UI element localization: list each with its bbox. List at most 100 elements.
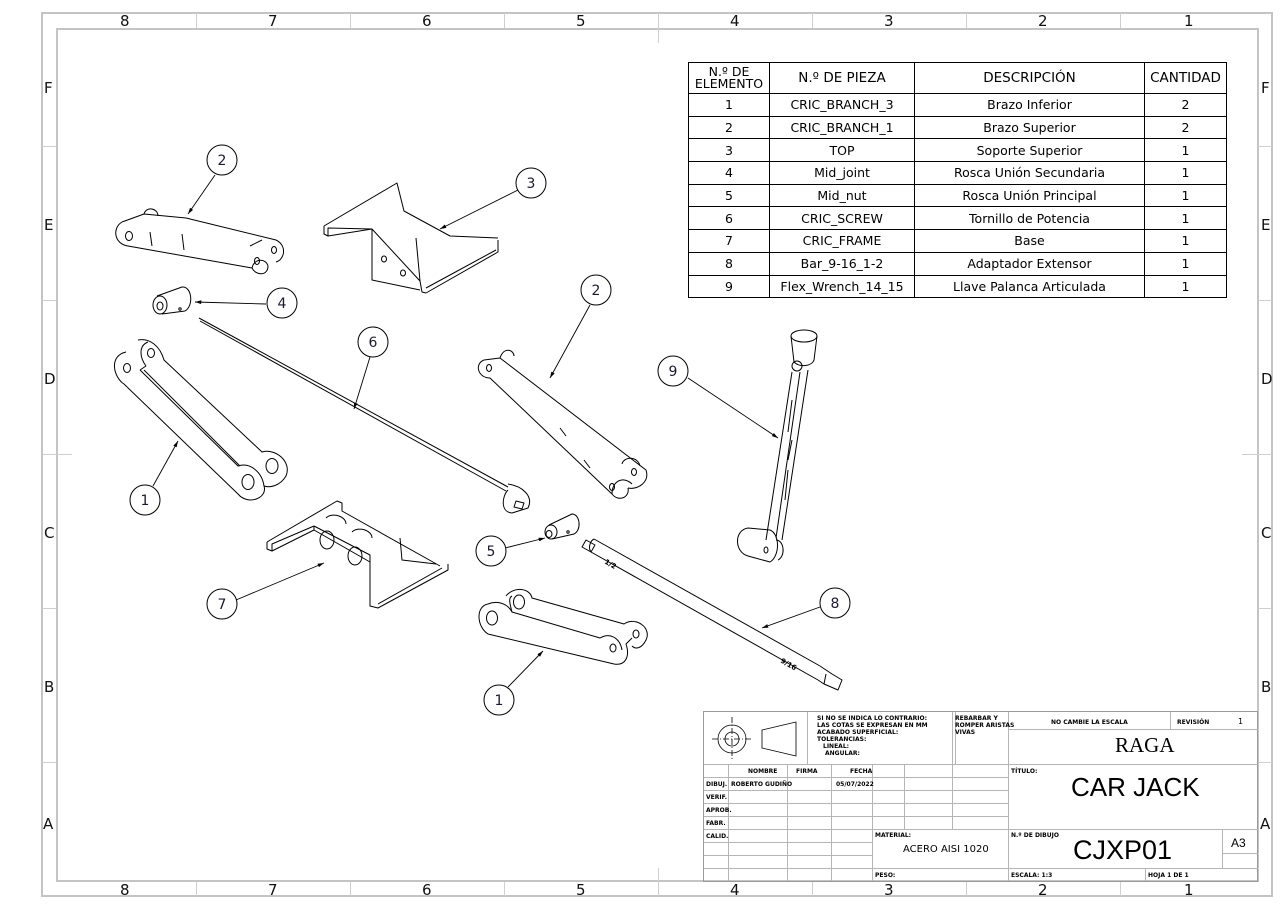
balloon-label: 6 [369, 335, 378, 351]
company-name: RAGA [1115, 733, 1175, 757]
bom-description: Soporte Superior [914, 138, 1145, 163]
sheet-size: A3 [1231, 836, 1246, 850]
bom-description: Llave Palanca Articulada [914, 274, 1145, 299]
role-approved: APROB. [706, 807, 732, 814]
col-date-header: FECHA [850, 768, 873, 775]
bom-item: 6 [688, 206, 770, 231]
zone-col-label: 4 [730, 12, 740, 30]
revision-label: REVISIÓN [1177, 719, 1210, 726]
bom-description: Rosca Unión Principal [914, 183, 1145, 208]
leader-3 [439, 189, 519, 230]
zone-col-label: 4 [730, 881, 740, 899]
zone-center-mark [658, 868, 659, 896]
balloon-3 [515, 167, 547, 199]
bom-description: Brazo Superior [914, 115, 1145, 140]
bom-qty: 2 [1144, 93, 1227, 117]
zone-divider [1258, 762, 1272, 763]
zone-divider [504, 882, 505, 896]
bom-item: 7 [688, 229, 770, 253]
note-line: SI NO SE INDICA LO CONTRARIO: [817, 715, 927, 722]
part-lower-arm-a [114, 339, 288, 501]
zone-divider [812, 13, 813, 28]
part-lower-arm-b [478, 589, 648, 665]
zone-divider [1258, 146, 1272, 147]
part-power-screw [198, 317, 530, 514]
role-drawn: DIBUJ. [706, 781, 728, 788]
sheet-number: HOJA 1 DE 1 [1148, 872, 1189, 879]
zone-col-label: 8 [120, 12, 130, 30]
drawing-number: CJXP01 [1073, 835, 1173, 865]
edge-note-line: REBARBAR Y [955, 715, 998, 722]
bar-marking-half: 1/2 [603, 558, 618, 571]
zone-center-mark [658, 13, 659, 43]
title-label: TÍTULO: [1011, 768, 1038, 775]
balloon-8 [819, 587, 851, 619]
bar-marking-nine-sixteenths: 9/16 [779, 657, 798, 673]
note-line: ANGULAR: [825, 750, 860, 757]
bom-qty: 1 [1144, 206, 1227, 231]
bom-part: Flex_Wrench_14_15 [769, 274, 915, 299]
bom-part: Mid_joint [769, 161, 915, 185]
bom-item: 1 [688, 93, 770, 117]
zone-row-label: B [1261, 678, 1272, 696]
balloon-2 [580, 274, 612, 306]
leader-6 [353, 356, 371, 410]
bom-qty: 1 [1144, 229, 1227, 253]
zone-divider [966, 13, 967, 28]
leader-7 [235, 562, 325, 601]
bom-description: Adaptador Extensor [914, 251, 1145, 276]
zone-row-label: E [44, 216, 54, 234]
zone-center-mark [1242, 454, 1272, 455]
leader-9 [687, 377, 779, 439]
zone-divider [196, 13, 197, 28]
zone-col-label: 8 [120, 881, 130, 899]
bom-description: Brazo Inferior [914, 93, 1145, 117]
col-signature-header: FIRMA [796, 768, 818, 775]
bom-item: 5 [688, 183, 770, 208]
zone-col-label: 5 [576, 881, 586, 899]
part-upper-arm-a [115, 208, 284, 275]
zone-divider [42, 608, 56, 609]
part-base-frame [266, 500, 449, 609]
bom-qty: 1 [1144, 161, 1227, 185]
material-label: MATERIAL: [875, 832, 912, 839]
bom-part: CRIC_SCREW [769, 206, 915, 231]
balloon-label: 9 [669, 364, 678, 380]
balloon-7 [206, 588, 238, 620]
zone-row-label: C [44, 524, 55, 542]
balloon-1 [129, 484, 161, 516]
bom-part: Mid_nut [769, 183, 915, 208]
zone-col-label: 1 [1184, 12, 1194, 30]
leader-1a [152, 440, 179, 487]
bom-item: 2 [688, 115, 770, 140]
zone-divider [1120, 882, 1121, 896]
zone-row-label: C [1261, 524, 1272, 542]
note-line: LINEAL: [823, 743, 850, 750]
edge-note-line: VIVAS [955, 729, 976, 736]
zone-col-label: 2 [1038, 12, 1048, 30]
zone-divider [196, 882, 197, 896]
zone-divider [1258, 300, 1272, 301]
zone-row-label: D [1261, 370, 1273, 388]
zone-divider [966, 882, 967, 896]
role-manufacturing: FABR. [706, 820, 726, 827]
balloon-label: 1 [495, 693, 504, 709]
bom-qty: 1 [1144, 251, 1227, 276]
bom-part: CRIC_BRANCH_3 [769, 93, 915, 117]
balloon-label: 3 [527, 176, 536, 192]
leader-4 [194, 300, 267, 305]
part-mid-nut [544, 513, 580, 540]
zone-row-label: E [1261, 216, 1271, 234]
revision-value: 1 [1238, 717, 1244, 726]
zone-col-label: 6 [422, 12, 432, 30]
inner-border [56, 28, 1259, 882]
zone-col-label: 3 [884, 881, 894, 899]
no-scale-note: NO CAMBIE LA ESCALA [1051, 719, 1128, 726]
scale: ESCALA: 1:3 [1011, 872, 1053, 879]
leader-5 [504, 537, 546, 549]
part-extension-bar [581, 538, 843, 691]
